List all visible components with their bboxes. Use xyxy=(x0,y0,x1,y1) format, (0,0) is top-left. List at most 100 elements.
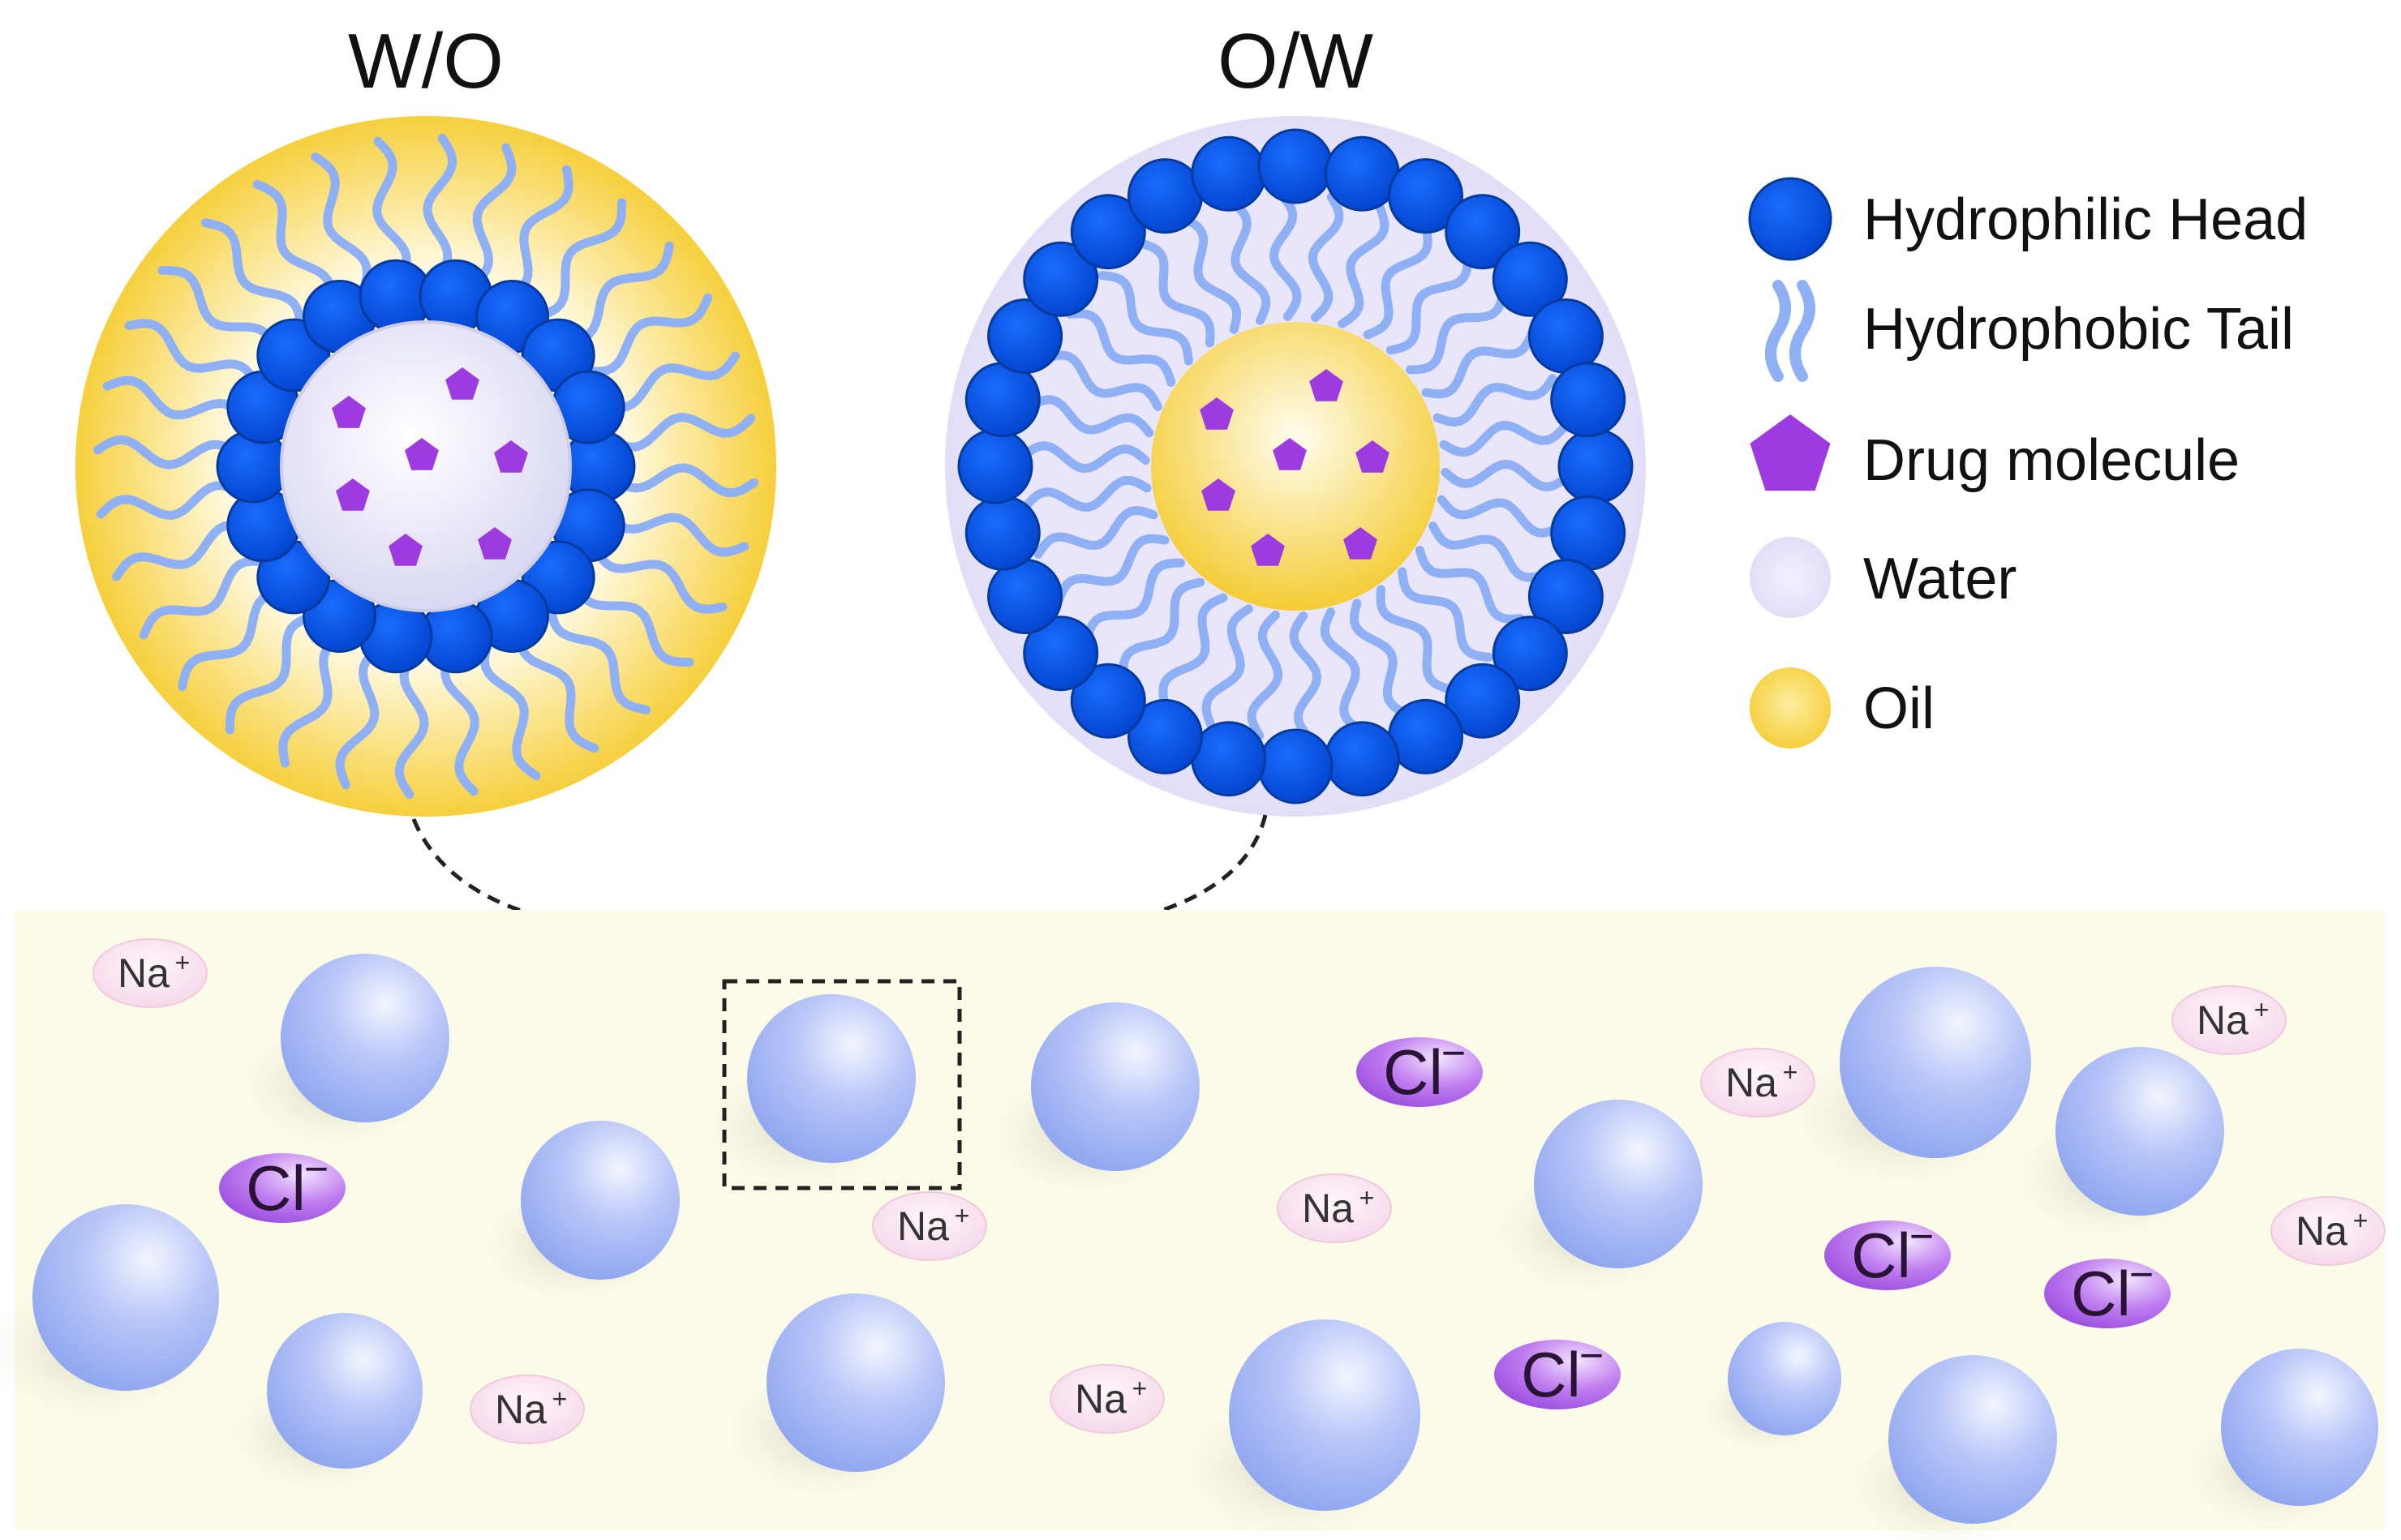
hydrophobic-tails xyxy=(93,134,758,799)
hydrophobic-tail xyxy=(1226,197,1271,325)
sodium-ion-label: Na xyxy=(897,1203,949,1249)
hydrophobic-tail xyxy=(1022,475,1152,512)
drug-molecule xyxy=(389,534,423,566)
hydrophobic-tail xyxy=(1083,558,1185,646)
sodium-ion-label: Na xyxy=(495,1387,547,1432)
hydrophilic-head xyxy=(1191,721,1267,797)
hydrophilic-head xyxy=(964,362,1041,438)
hydrophobic-tail xyxy=(479,637,541,780)
sodium-ion-charge: + xyxy=(175,948,191,977)
legend-item-water: Water xyxy=(1750,537,2017,618)
chloride-ion-label: Cl xyxy=(2071,1258,2131,1329)
sodium-ion: Na+ xyxy=(1700,1048,1815,1117)
hydrophobic-tail xyxy=(1158,593,1228,710)
drug-molecule xyxy=(478,527,512,560)
hydrophobic-tail xyxy=(278,630,350,768)
sodium-ion: Na+ xyxy=(2171,985,2287,1055)
sodium-ion: Na+ xyxy=(872,1191,987,1261)
chloride-ion-label: Cl xyxy=(1521,1339,1581,1410)
hydrophobic-tail xyxy=(1363,223,1432,340)
emulsion-droplet xyxy=(2055,1047,2224,1216)
hydrophobic-tail xyxy=(597,351,740,413)
chloride-ion: Cl− xyxy=(219,1146,346,1224)
sodium-ion-label: Na xyxy=(2197,997,2249,1043)
hydrophilic-head xyxy=(1023,241,1099,317)
hydrophobic-tail xyxy=(590,542,728,614)
chloride-ion: Cl− xyxy=(1824,1213,1951,1291)
hydrophilic-head xyxy=(964,495,1041,571)
emulsion-droplet xyxy=(1229,1319,1420,1511)
sodium-ion: Na+ xyxy=(92,938,208,1008)
emulsion-droplet xyxy=(1840,967,2031,1158)
sodium-ion: Na+ xyxy=(2270,1196,2386,1266)
sodium-ion-charge: + xyxy=(552,1384,568,1413)
hydrophilic-head xyxy=(1324,721,1400,797)
hydrophobic-tails xyxy=(1019,191,1572,742)
hydrophilic-head xyxy=(1557,428,1634,504)
chloride-ion-shape xyxy=(2044,1259,2171,1328)
emulsion-droplet xyxy=(267,1313,423,1469)
drug-molecule xyxy=(1309,369,1343,401)
hydrophobic-tail xyxy=(178,586,292,692)
hydrophobic-tail xyxy=(1247,610,1283,740)
chloride-ion-charge: − xyxy=(1909,1213,1934,1260)
hydrophobic-tail xyxy=(200,218,306,332)
hydrophobic-tail xyxy=(112,520,255,581)
wo-title: W/O xyxy=(348,18,504,105)
sodium-ion: Na+ xyxy=(1277,1173,1392,1243)
hydrophobic-tail xyxy=(96,481,246,520)
hydrophobic-tail xyxy=(501,165,573,302)
chloride-ion-shape xyxy=(1356,1037,1483,1107)
sodium-ion-shape xyxy=(872,1191,987,1261)
hydrophilic-heads xyxy=(216,259,636,674)
drug-molecule xyxy=(1343,527,1377,560)
hydrophobic-tail xyxy=(1289,611,1322,742)
sodium-ion-shape xyxy=(1050,1364,1165,1434)
hydrophilic-head xyxy=(1127,158,1203,234)
sodium-ion-charge: + xyxy=(1132,1374,1148,1403)
chloride-ion-shape xyxy=(219,1153,346,1223)
hydrophobic-tail xyxy=(157,265,281,360)
hydrophobic-tail xyxy=(440,646,479,796)
hydrophilic-head xyxy=(1070,194,1146,270)
hydrophobic-tail xyxy=(252,179,336,311)
legend-label-head: Hydrophilic Head xyxy=(1863,187,2308,252)
hydrophobic-tail-icon xyxy=(1789,280,1815,382)
hydrophobic-tail xyxy=(1019,441,1150,474)
emulsion-droplet xyxy=(1728,1322,1841,1435)
hydrophilic-head xyxy=(1324,135,1400,212)
hydrophobic-tail xyxy=(1136,238,1215,348)
hydrophobic-tail xyxy=(1415,546,1525,624)
hydrophobic-tail xyxy=(546,600,651,714)
hydrophobic-tail xyxy=(608,463,758,498)
hydrophobic-tail xyxy=(560,241,674,346)
hydrophilic-head xyxy=(987,298,1063,374)
legend-label-water: Water xyxy=(1863,547,2017,611)
legend-item-drug: Drug molecule xyxy=(1750,414,2240,493)
sodium-ion-shape xyxy=(2171,985,2287,1055)
hydrophobic-tail xyxy=(1066,309,1176,387)
emulsion-droplets xyxy=(32,954,2378,1524)
hydrophilic-head xyxy=(1527,559,1604,634)
hydrophilic-head xyxy=(1127,698,1203,774)
hydrophobic-tail xyxy=(394,648,429,799)
sodium-ion-label: Na xyxy=(2296,1208,2347,1254)
sodium-ion-shape xyxy=(470,1375,585,1444)
hydrophilic-head xyxy=(1191,135,1267,212)
hydrophobic-tail xyxy=(1441,459,1572,491)
sodium-ion-charge: + xyxy=(2254,995,2270,1024)
hydrophilic-head xyxy=(957,428,1033,504)
hydrophobic-tail xyxy=(1320,607,1364,736)
sodium-ion-label: Na xyxy=(1725,1060,1777,1105)
sodium-ion-label: Na xyxy=(118,950,170,996)
hydrophobic-tail xyxy=(1350,598,1411,719)
drug-molecule xyxy=(494,440,528,473)
hydrophobic-tail-icon xyxy=(1765,280,1791,382)
hydrophilic-heads xyxy=(957,128,1634,804)
hydrophobic-tail xyxy=(466,143,517,290)
hydrophobic-tail xyxy=(532,198,627,321)
sodium-ion: Na+ xyxy=(1050,1364,1165,1434)
hydrophobic-tail xyxy=(1398,567,1493,662)
sodium-ion-label: Na xyxy=(1302,1186,1354,1231)
